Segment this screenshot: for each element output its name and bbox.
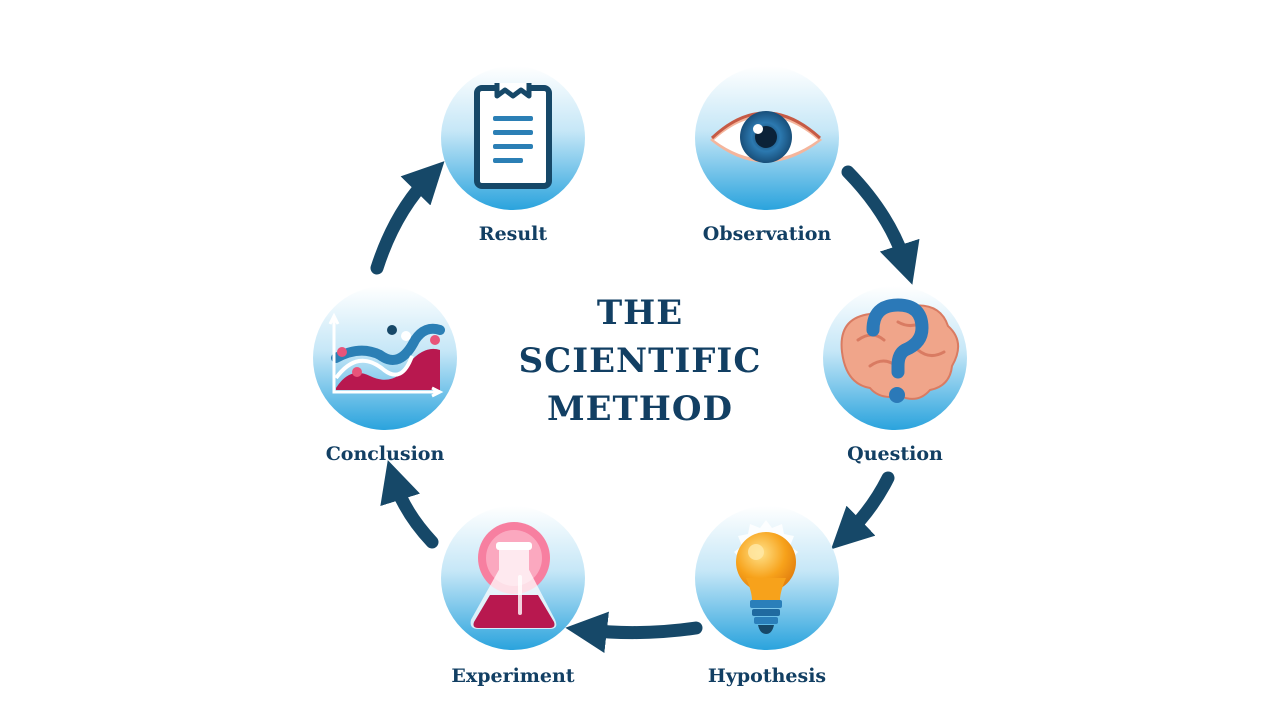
title-line-2: SCIENTIFIC bbox=[518, 341, 762, 381]
step-label-result: Result bbox=[478, 223, 548, 245]
step-label-observation: Observation bbox=[702, 223, 832, 245]
step-label-hypothesis: Hypothesis bbox=[707, 665, 827, 687]
title-line-3: METHOD bbox=[546, 389, 734, 429]
arrow-question-to-hypothesis bbox=[831, 471, 895, 550]
hypothesis-step bbox=[695, 506, 839, 650]
flask-icon bbox=[470, 522, 557, 629]
clipboard-icon bbox=[474, 83, 552, 189]
step-label-question: Question bbox=[847, 443, 943, 465]
title-line-1: THE bbox=[596, 293, 684, 333]
conclusion-step bbox=[313, 286, 457, 430]
question-step bbox=[823, 286, 967, 430]
lightbulb-icon bbox=[734, 520, 798, 634]
chart-icon bbox=[328, 312, 445, 398]
arrow-hypothesis-to-experiment bbox=[565, 611, 703, 653]
brain-question-icon bbox=[840, 298, 959, 403]
arrow-conclusion-to-result bbox=[370, 161, 445, 275]
arrow-observation-to-question bbox=[841, 165, 920, 285]
arrow-experiment-to-conclusion bbox=[380, 460, 439, 549]
result-step bbox=[441, 66, 585, 210]
eye-icon bbox=[710, 111, 822, 163]
cycle-arrows bbox=[370, 161, 920, 653]
step-label-conclusion: Conclusion bbox=[325, 443, 445, 465]
observation-step bbox=[695, 66, 839, 210]
step-label-experiment: Experiment bbox=[451, 665, 575, 687]
experiment-step bbox=[441, 506, 585, 650]
